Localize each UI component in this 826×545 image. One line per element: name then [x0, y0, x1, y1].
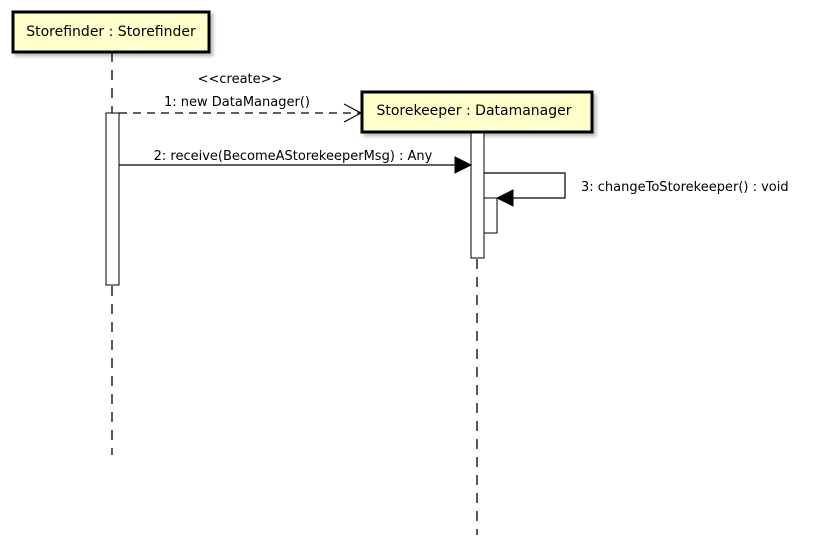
activation-storekeeper: [470, 132, 485, 259]
message-create-label: 1: new DataManager(): [164, 95, 310, 110]
message-receive-arrowhead: [454, 156, 473, 174]
message-self-call-line: [484, 172, 566, 199]
lifeline-storefinder-label: Storefinder : Storefinder: [26, 24, 196, 40]
message-create-stereotype: <<create>>: [198, 72, 283, 87]
message-self-call-label: 3: changeToStorekeeper() : void: [581, 180, 789, 195]
message-create: <<create>> 1: new DataManager(): [119, 72, 363, 123]
lifeline-storekeeper-head[interactable]: [360, 90, 594, 134]
message-receive-label: 2: receive(BecomeAStorekeeperMsg) : Any: [154, 149, 433, 164]
activation-storekeeper-self: [483, 197, 498, 234]
message-receive: 2: receive(BecomeAStorekeeperMsg) : Any: [119, 149, 473, 174]
lifeline-storefinder-head[interactable]: [11, 10, 211, 54]
message-self-call-arrowhead: [495, 189, 514, 207]
lifeline-storekeeper: Storekeeper : Datamanager: [360, 90, 594, 535]
message-self-call: 3: changeToStorekeeper() : void: [484, 172, 789, 207]
lifeline-storekeeper-label: Storekeeper : Datamanager: [376, 103, 571, 119]
activation-storefinder: [105, 112, 120, 286]
message-create-arrowhead: [343, 103, 363, 123]
lifeline-storefinder: Storefinder : Storefinder: [11, 10, 211, 455]
